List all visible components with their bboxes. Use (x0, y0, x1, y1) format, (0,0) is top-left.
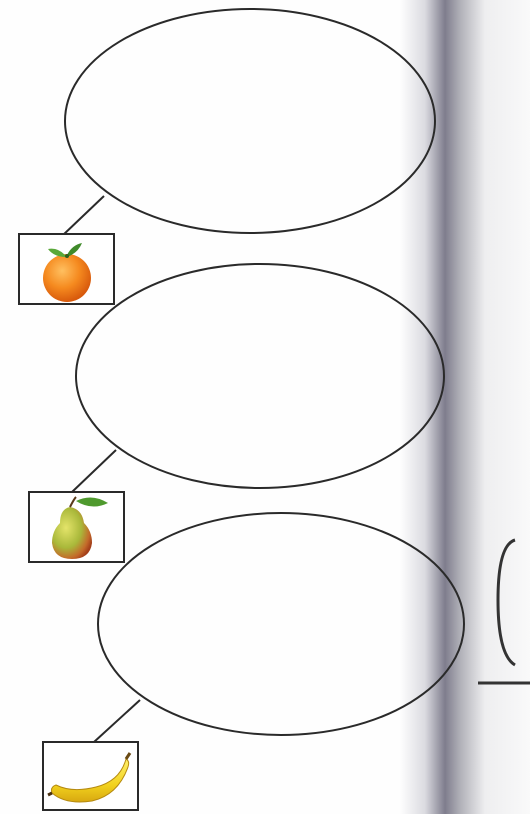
orange-picture-box (18, 233, 115, 305)
connector-line-pear (72, 450, 116, 492)
banana-icon (44, 743, 137, 809)
connector-line-banana (94, 700, 140, 742)
answer-oval-pear[interactable] (76, 264, 444, 488)
answer-oval-orange[interactable] (65, 9, 435, 233)
connector-line-orange (62, 196, 104, 236)
banana-picture-box (42, 741, 139, 811)
pear-icon (30, 493, 123, 561)
answer-oval-banana[interactable] (98, 513, 464, 735)
pear-picture-box (28, 491, 125, 563)
orange-icon (20, 235, 113, 303)
